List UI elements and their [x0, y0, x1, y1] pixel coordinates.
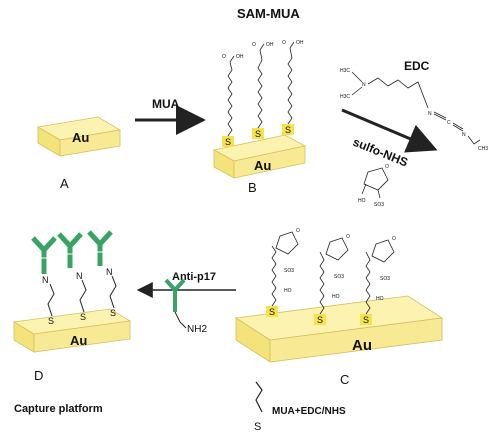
- panel-c-au-label: Au: [352, 337, 372, 354]
- panel-d-antibody-array: S S S N N N: [31, 230, 117, 326]
- svg-text:HO: HO: [284, 288, 292, 294]
- diagram-title: SAM-MUA: [237, 6, 300, 21]
- sulfo-nhs-structure: HO O SO3: [358, 164, 389, 208]
- edc-structure: H3C H3C N N C N CH3: [340, 68, 488, 152]
- panel-b-label: B: [248, 180, 257, 195]
- svg-text:O: O: [252, 42, 256, 48]
- panel-b-sam-chains: S S S OH OH OH O O O: [222, 40, 304, 147]
- svg-text:OH: OH: [296, 40, 304, 46]
- step-sulfo-nhs-label: sulfo-NHS: [351, 135, 410, 170]
- capture-platform-caption: Capture platform: [14, 403, 103, 415]
- svg-text:H3C: H3C: [340, 94, 350, 100]
- svg-text:CH3: CH3: [478, 146, 488, 152]
- svg-text:O: O: [392, 236, 396, 242]
- panel-c-substrate: Au: [234, 295, 444, 363]
- arrow-b-to-c: [341, 108, 438, 153]
- svg-text:HO: HO: [332, 294, 340, 300]
- svg-text:O: O: [346, 234, 350, 240]
- svg-text:SO3: SO3: [380, 276, 390, 282]
- panel-a-substrate: Au: [36, 116, 122, 157]
- nh2-label: NH2: [187, 324, 207, 335]
- panel-b-au-label: Au: [254, 158, 271, 173]
- svg-text:S: S: [225, 137, 231, 147]
- legend-label: MUA+EDC/NHS: [272, 406, 346, 417]
- panel-a-au-label: Au: [72, 130, 89, 145]
- panel-b-substrate: Au: [212, 134, 307, 179]
- legend: S MUA+EDC/NHS: [254, 381, 346, 433]
- svg-text:S: S: [80, 312, 86, 322]
- step-edc-label: EDC: [404, 59, 430, 73]
- svg-text:N: N: [462, 132, 466, 138]
- svg-text:S: S: [254, 421, 261, 433]
- svg-text:N: N: [362, 82, 366, 88]
- panel-d-label: D: [34, 368, 43, 383]
- svg-text:O: O: [385, 164, 389, 170]
- svg-text:H3C: H3C: [340, 68, 350, 74]
- svg-text:S: S: [48, 316, 54, 326]
- svg-text:C: C: [447, 120, 451, 126]
- svg-text:N: N: [428, 111, 432, 117]
- svg-text:S: S: [363, 315, 369, 325]
- svg-text:HO: HO: [358, 198, 366, 204]
- step-anti-p17-label: Anti-p17: [172, 271, 216, 283]
- svg-text:SO3: SO3: [334, 274, 344, 280]
- svg-text:S: S: [285, 125, 291, 135]
- panel-c-label: C: [340, 372, 349, 387]
- svg-text:SO3: SO3: [374, 202, 384, 208]
- svg-text:O: O: [296, 228, 300, 234]
- antibody-reagent-icon: NH2: [164, 278, 207, 335]
- svg-text:N: N: [106, 267, 113, 277]
- panel-a-label: A: [60, 176, 69, 191]
- svg-text:S: S: [317, 315, 323, 325]
- svg-text:O: O: [222, 54, 226, 60]
- svg-text:S: S: [255, 129, 261, 139]
- svg-text:S: S: [110, 308, 116, 318]
- svg-text:S: S: [269, 307, 275, 317]
- svg-text:N: N: [76, 271, 83, 281]
- svg-text:SO3: SO3: [284, 268, 294, 274]
- panel-d-substrate: Au: [12, 308, 132, 353]
- svg-text:O: O: [282, 40, 286, 46]
- panel-c-activated-chains: S S S O O O SO3 SO3 SO3 HO HO HO: [266, 228, 396, 325]
- svg-text:N: N: [42, 275, 49, 285]
- svg-text:OH: OH: [266, 42, 274, 48]
- step-mua-label: MUA: [152, 97, 180, 111]
- svg-text:HO: HO: [376, 296, 384, 302]
- panel-d-au-label: Au: [70, 333, 87, 348]
- svg-text:OH: OH: [236, 54, 244, 60]
